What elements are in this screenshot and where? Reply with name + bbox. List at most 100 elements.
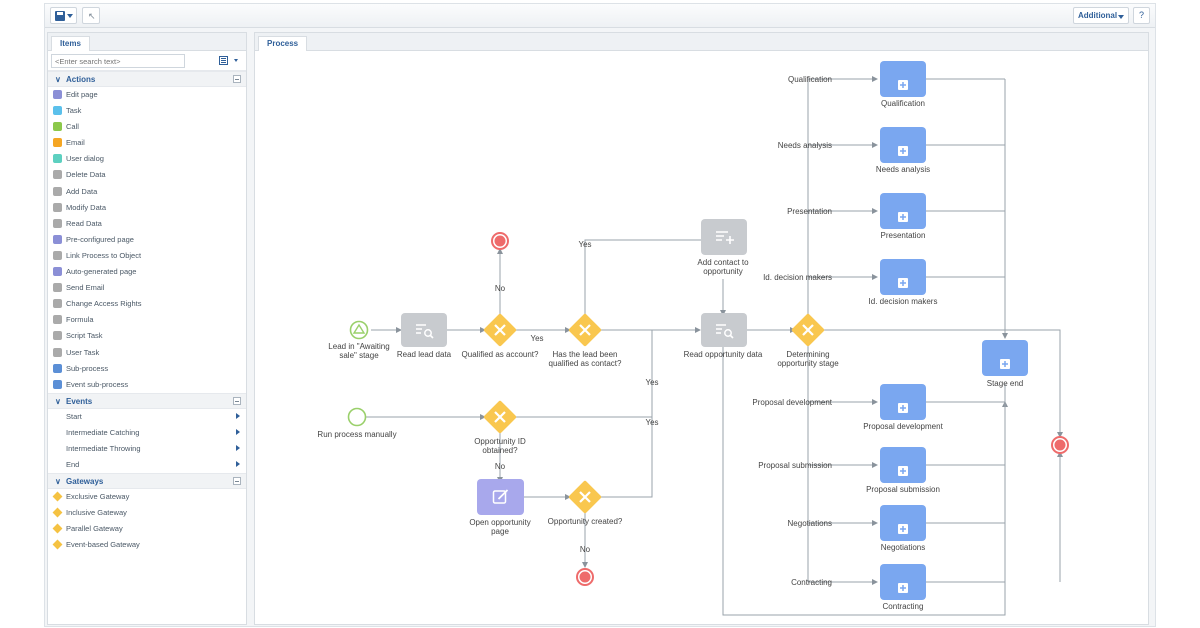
subprocess-7[interactable] — [880, 564, 926, 600]
tab-items[interactable]: Items — [51, 36, 90, 51]
start-event-manual[interactable] — [347, 407, 367, 427]
additional-menu-button[interactable]: Additional — [1073, 7, 1129, 24]
additional-label: Additional — [1078, 11, 1118, 20]
chevron-down-icon[interactable] — [234, 59, 238, 62]
task-read-opportunity[interactable] — [701, 313, 747, 347]
palette-item-link-process-to-object[interactable]: Link Process to Object — [48, 248, 246, 264]
chevron-right-icon — [236, 444, 240, 451]
palette-item-exclusive-gateway[interactable]: Exclusive Gateway — [48, 489, 246, 505]
gateway-qualified-as-contact[interactable] — [568, 313, 602, 347]
end-event-top[interactable] — [491, 232, 509, 250]
action-icon — [53, 379, 62, 389]
palette-item-inclusive-gateway[interactable]: Inclusive Gateway — [48, 505, 246, 521]
task-read-lead-data[interactable] — [401, 313, 447, 347]
chevron-down-icon: ∨ — [55, 476, 61, 486]
palette-item-sub-process[interactable]: Sub-process — [48, 361, 246, 377]
action-icon — [53, 363, 62, 373]
palette-item-script-task[interactable]: Script Task — [48, 328, 246, 344]
start-event-lead[interactable] — [349, 320, 369, 340]
gateway-determining-stage[interactable] — [791, 313, 825, 347]
palette-item-user-task[interactable]: User Task — [48, 345, 246, 361]
action-icon — [53, 138, 62, 148]
subprocess-1[interactable] — [880, 127, 926, 163]
section-title: Events — [66, 396, 93, 406]
gateway-icon — [52, 523, 63, 534]
palette-item-add-data[interactable]: Add Data — [48, 184, 246, 200]
palette-item-modify-data[interactable]: Modify Data — [48, 200, 246, 216]
subprocess-5[interactable] — [880, 447, 926, 483]
palette-item-intermediate-throwing[interactable]: Intermediate Throwing — [48, 441, 246, 457]
task-open-opportunity-page[interactable] — [477, 479, 524, 515]
flow-loop-back[interactable] — [722, 344, 1006, 616]
subprocess-label-6: Negotiations — [880, 543, 926, 552]
palette-item-auto-generated-page[interactable]: Auto-generated page — [48, 264, 246, 280]
flow-yes-from-opp-created[interactable] — [600, 330, 653, 498]
subprocess-3[interactable] — [880, 259, 926, 295]
gateway-qualified-as-account[interactable] — [483, 313, 517, 347]
action-icon — [53, 234, 62, 244]
palette-item-label: Event-based Gateway — [66, 540, 140, 550]
subprocess-4[interactable] — [880, 384, 926, 420]
section-actions[interactable]: ∨ Actions — [48, 71, 246, 87]
palette-item-end[interactable]: End — [48, 457, 246, 473]
subprocess-label-5: Proposal submission — [866, 485, 940, 494]
task-add-contact[interactable] — [701, 219, 747, 255]
gateway-opportunity-id[interactable] — [483, 400, 517, 434]
palette-item-delete-data[interactable]: Delete Data — [48, 167, 246, 183]
collapse-icon[interactable] — [233, 396, 241, 405]
search-input[interactable] — [51, 54, 185, 68]
help-button[interactable]: ? — [1133, 7, 1150, 24]
subprocess-stage-end[interactable] — [982, 340, 1028, 376]
subprocess-6[interactable] — [880, 505, 926, 541]
subprocess-label-4: Proposal development — [863, 422, 943, 431]
action-icon — [53, 299, 62, 309]
palette-item-call[interactable]: Call — [48, 119, 246, 135]
end-event-bottom[interactable] — [576, 568, 594, 586]
subprocess-0[interactable] — [880, 61, 926, 97]
palette-item-label: Read Data — [66, 218, 102, 228]
palette-item-change-access-rights[interactable]: Change Access Rights — [48, 296, 246, 312]
save-button[interactable] — [50, 7, 77, 24]
palette-item-task[interactable]: Task — [48, 103, 246, 119]
palette-item-start[interactable]: Start — [48, 409, 246, 425]
palette-item-label: Intermediate Throwing — [66, 443, 141, 453]
branch-label-2: Presentation — [787, 207, 832, 216]
subprocess-2[interactable] — [880, 193, 926, 229]
palette-item-label: Modify Data — [66, 202, 107, 212]
palette-item-user-dialog[interactable]: User dialog — [48, 151, 246, 167]
action-icon — [53, 267, 62, 277]
palette-item-intermediate-catching[interactable]: Intermediate Catching — [48, 425, 246, 441]
action-icon — [53, 170, 62, 180]
collapse-icon[interactable] — [233, 476, 241, 485]
process-tabstrip: Process — [255, 33, 1148, 51]
gateway-icon — [52, 539, 63, 550]
gateway-opportunity-created[interactable] — [568, 480, 602, 514]
tab-process[interactable]: Process — [258, 36, 308, 51]
palette-item-formula[interactable]: Formula — [48, 312, 246, 328]
palette-item-event-based-gateway[interactable]: Event-based Gateway — [48, 537, 246, 553]
action-icon — [53, 202, 62, 212]
cursor-button[interactable]: ↖ — [82, 7, 100, 24]
process-diagram[interactable] — [255, 52, 1148, 625]
collapse-icon[interactable] — [233, 75, 241, 83]
palette-item-parallel-gateway[interactable]: Parallel Gateway — [48, 521, 246, 537]
flow-yes-to-add-contact[interactable] — [584, 237, 722, 316]
end-event-right[interactable] — [1051, 436, 1069, 454]
palette-item-read-data[interactable]: Read Data — [48, 216, 246, 232]
palette-item-edit-page[interactable]: Edit page — [48, 87, 246, 103]
gateway-icon — [52, 507, 63, 518]
flow-determining-to-end[interactable] — [822, 329, 1063, 438]
flow-label-yes-3: Yes — [645, 378, 659, 387]
section-gateways[interactable]: ∨ Gateways — [48, 472, 246, 489]
add-contact-label: Add contact to opportunity — [697, 258, 749, 276]
palette-item-send-email[interactable]: Send Email — [48, 280, 246, 296]
palette-item-event-sub-process[interactable]: Event sub-process — [48, 377, 246, 393]
chevron-right-icon — [236, 460, 240, 467]
palette-item-pre-configured-page[interactable]: Pre-configured page — [48, 232, 246, 248]
section-events[interactable]: ∨ Events — [48, 392, 246, 409]
view-mode-icon[interactable] — [219, 56, 228, 65]
palette-item-email[interactable]: Email — [48, 135, 246, 151]
